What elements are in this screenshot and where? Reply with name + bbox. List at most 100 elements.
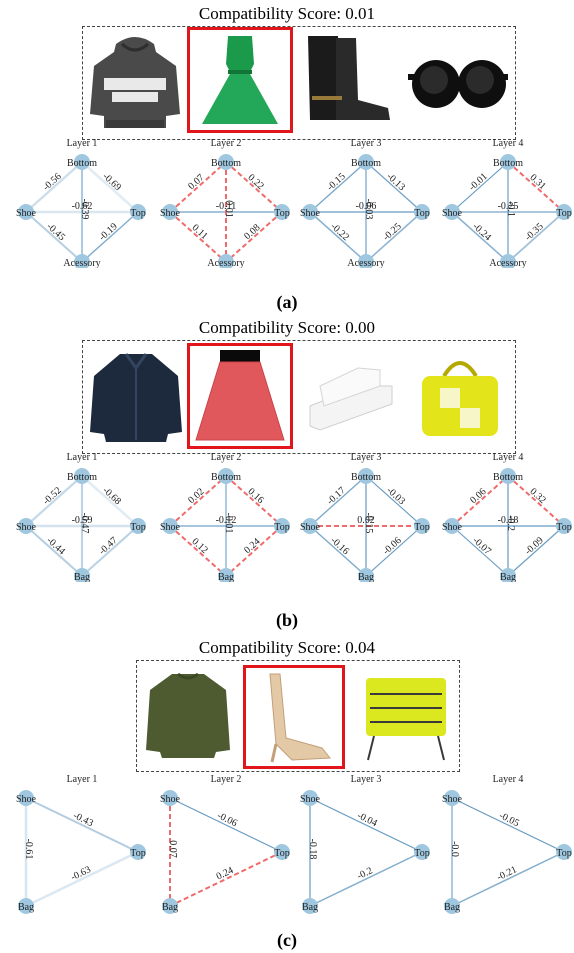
layer-2-graph: Layer 20.070.22-0.110.010.110.08BottomSh… xyxy=(160,138,290,268)
edge-shoe-bottom xyxy=(25,161,83,213)
edge-weight-label: -0.03 xyxy=(384,485,407,507)
node-bottom xyxy=(74,154,90,170)
edge-weight-label: 0.16 xyxy=(245,486,265,506)
layer-title: Layer 3 xyxy=(351,138,382,149)
layer-title: Layer 2 xyxy=(211,774,242,785)
edge-weight-label: 0.31 xyxy=(527,172,547,192)
edge-top-bag xyxy=(365,525,423,577)
edge-weight-label: -0.25 xyxy=(381,221,404,243)
node-bottom xyxy=(500,468,516,484)
layer-1-graph: Layer 1-0.56-0.69-0.62-0.39-0.45-0.19Bot… xyxy=(16,138,146,268)
edge-shoe-top xyxy=(309,797,423,853)
edge-weight-label: -0.61 xyxy=(23,839,34,860)
edge-shoe-top xyxy=(25,797,139,853)
layer-title: Layer 4 xyxy=(493,774,524,785)
node-shoe xyxy=(302,204,318,220)
edge-top-bag xyxy=(25,850,139,908)
panel-b-layer-graphs: Layer 1-0.52-0.68-0.59-0.47-0.44-0.47Bot… xyxy=(16,452,572,582)
edge-top-bag xyxy=(309,851,423,907)
panel-b-score: Compatibility Score: 0.00 xyxy=(198,318,376,337)
panel-c-score: Compatibility Score: 0.04 xyxy=(198,638,376,657)
node-bag xyxy=(500,568,516,582)
edge-bottom-top xyxy=(81,161,139,213)
edge-weight-label: -0.05 xyxy=(497,810,521,829)
layer-title: Layer 4 xyxy=(493,138,524,149)
node-label: Bag xyxy=(444,902,460,913)
layer-title: Layer 1 xyxy=(67,774,98,785)
edge-shoe-accessory xyxy=(25,211,83,263)
node-top xyxy=(414,518,430,534)
node-top xyxy=(130,518,146,534)
panel-a-caption: (a) xyxy=(276,292,298,312)
edge-shoe-bag xyxy=(451,525,509,577)
node-label: Bag xyxy=(218,572,234,582)
edge-weight-label: -0.15 xyxy=(363,513,374,534)
edge-weight-label: -0.01 xyxy=(467,171,490,193)
layer-title: Layer 2 xyxy=(211,138,242,149)
green-dress-image xyxy=(187,27,293,133)
node-top xyxy=(556,518,572,534)
node-bottom xyxy=(358,154,374,170)
node-label: Acessory xyxy=(489,258,526,268)
node-label: Top xyxy=(130,208,145,219)
node-bag xyxy=(74,568,90,582)
edge-top-bag xyxy=(451,851,565,907)
node-top xyxy=(414,204,430,220)
node-shoe xyxy=(162,790,178,806)
node-bag xyxy=(218,568,234,582)
node-label: Shoe xyxy=(160,522,181,533)
edge-shoe-bottom xyxy=(309,161,367,213)
node-top xyxy=(130,204,146,220)
node-bottom xyxy=(74,468,90,484)
node-bottom xyxy=(500,154,516,170)
node-shoe xyxy=(162,204,178,220)
edge-weight-label: -0.24 xyxy=(470,221,493,243)
edge-bottom-top xyxy=(225,161,283,213)
node-label: Bottom xyxy=(211,158,241,169)
node-label: Bag xyxy=(500,572,516,582)
edge-shoe-bottom xyxy=(169,161,227,213)
edge-weight-label: 0.02 xyxy=(186,486,206,506)
node-label: Bottom xyxy=(211,472,241,483)
node-label: Bottom xyxy=(351,472,381,483)
node-shoe xyxy=(444,518,460,534)
node-label: Bottom xyxy=(67,472,97,483)
edge-weight-label: 0.32 xyxy=(527,486,547,506)
layer-title: Layer 1 xyxy=(67,452,98,463)
layer-title: Layer 4 xyxy=(493,452,524,463)
edge-weight-label: -0.09 xyxy=(523,535,546,557)
edge-weight-label: -0.0 xyxy=(449,841,460,857)
edge-weight-label: -0.39 xyxy=(79,199,90,220)
node-label: Shoe xyxy=(160,208,181,219)
edge-top-bag xyxy=(507,525,565,577)
hoodie-image xyxy=(86,30,184,132)
edge-bottom-top xyxy=(365,475,423,527)
node-bottom xyxy=(358,468,374,484)
edge-top-bag xyxy=(81,525,139,577)
edge-bottom-top xyxy=(365,161,423,213)
panel-a-outfit-frame xyxy=(82,26,516,140)
edge-weight-label: -0.04 xyxy=(355,810,379,829)
node-top xyxy=(556,204,572,220)
edge-shoe-bottom xyxy=(309,475,367,527)
edge-shoe-accessory xyxy=(309,211,367,263)
edge-weight-label: -0.2 xyxy=(355,865,374,882)
edge-shoe-bottom xyxy=(169,475,227,527)
node-label: Bag xyxy=(302,902,318,913)
node-label: Bottom xyxy=(351,158,381,169)
edge-shoe-accessory xyxy=(451,211,509,263)
layer-1-graph: Layer 1-0.52-0.68-0.59-0.47-0.44-0.47Bot… xyxy=(16,452,146,582)
edge-weight-label: -0.59 xyxy=(72,515,93,526)
panel-c-outfit-frame xyxy=(136,660,460,772)
edge-bottom-top xyxy=(81,475,139,527)
node-label: Shoe xyxy=(16,522,37,533)
edge-bottom-top xyxy=(507,475,565,527)
edge-weight-label: -0.47 xyxy=(79,513,90,534)
edge-bottom-top xyxy=(507,161,565,213)
node-label: Bag xyxy=(162,902,178,913)
node-label: Top xyxy=(556,848,571,859)
edge-weight-label: -0.1 xyxy=(505,201,516,217)
